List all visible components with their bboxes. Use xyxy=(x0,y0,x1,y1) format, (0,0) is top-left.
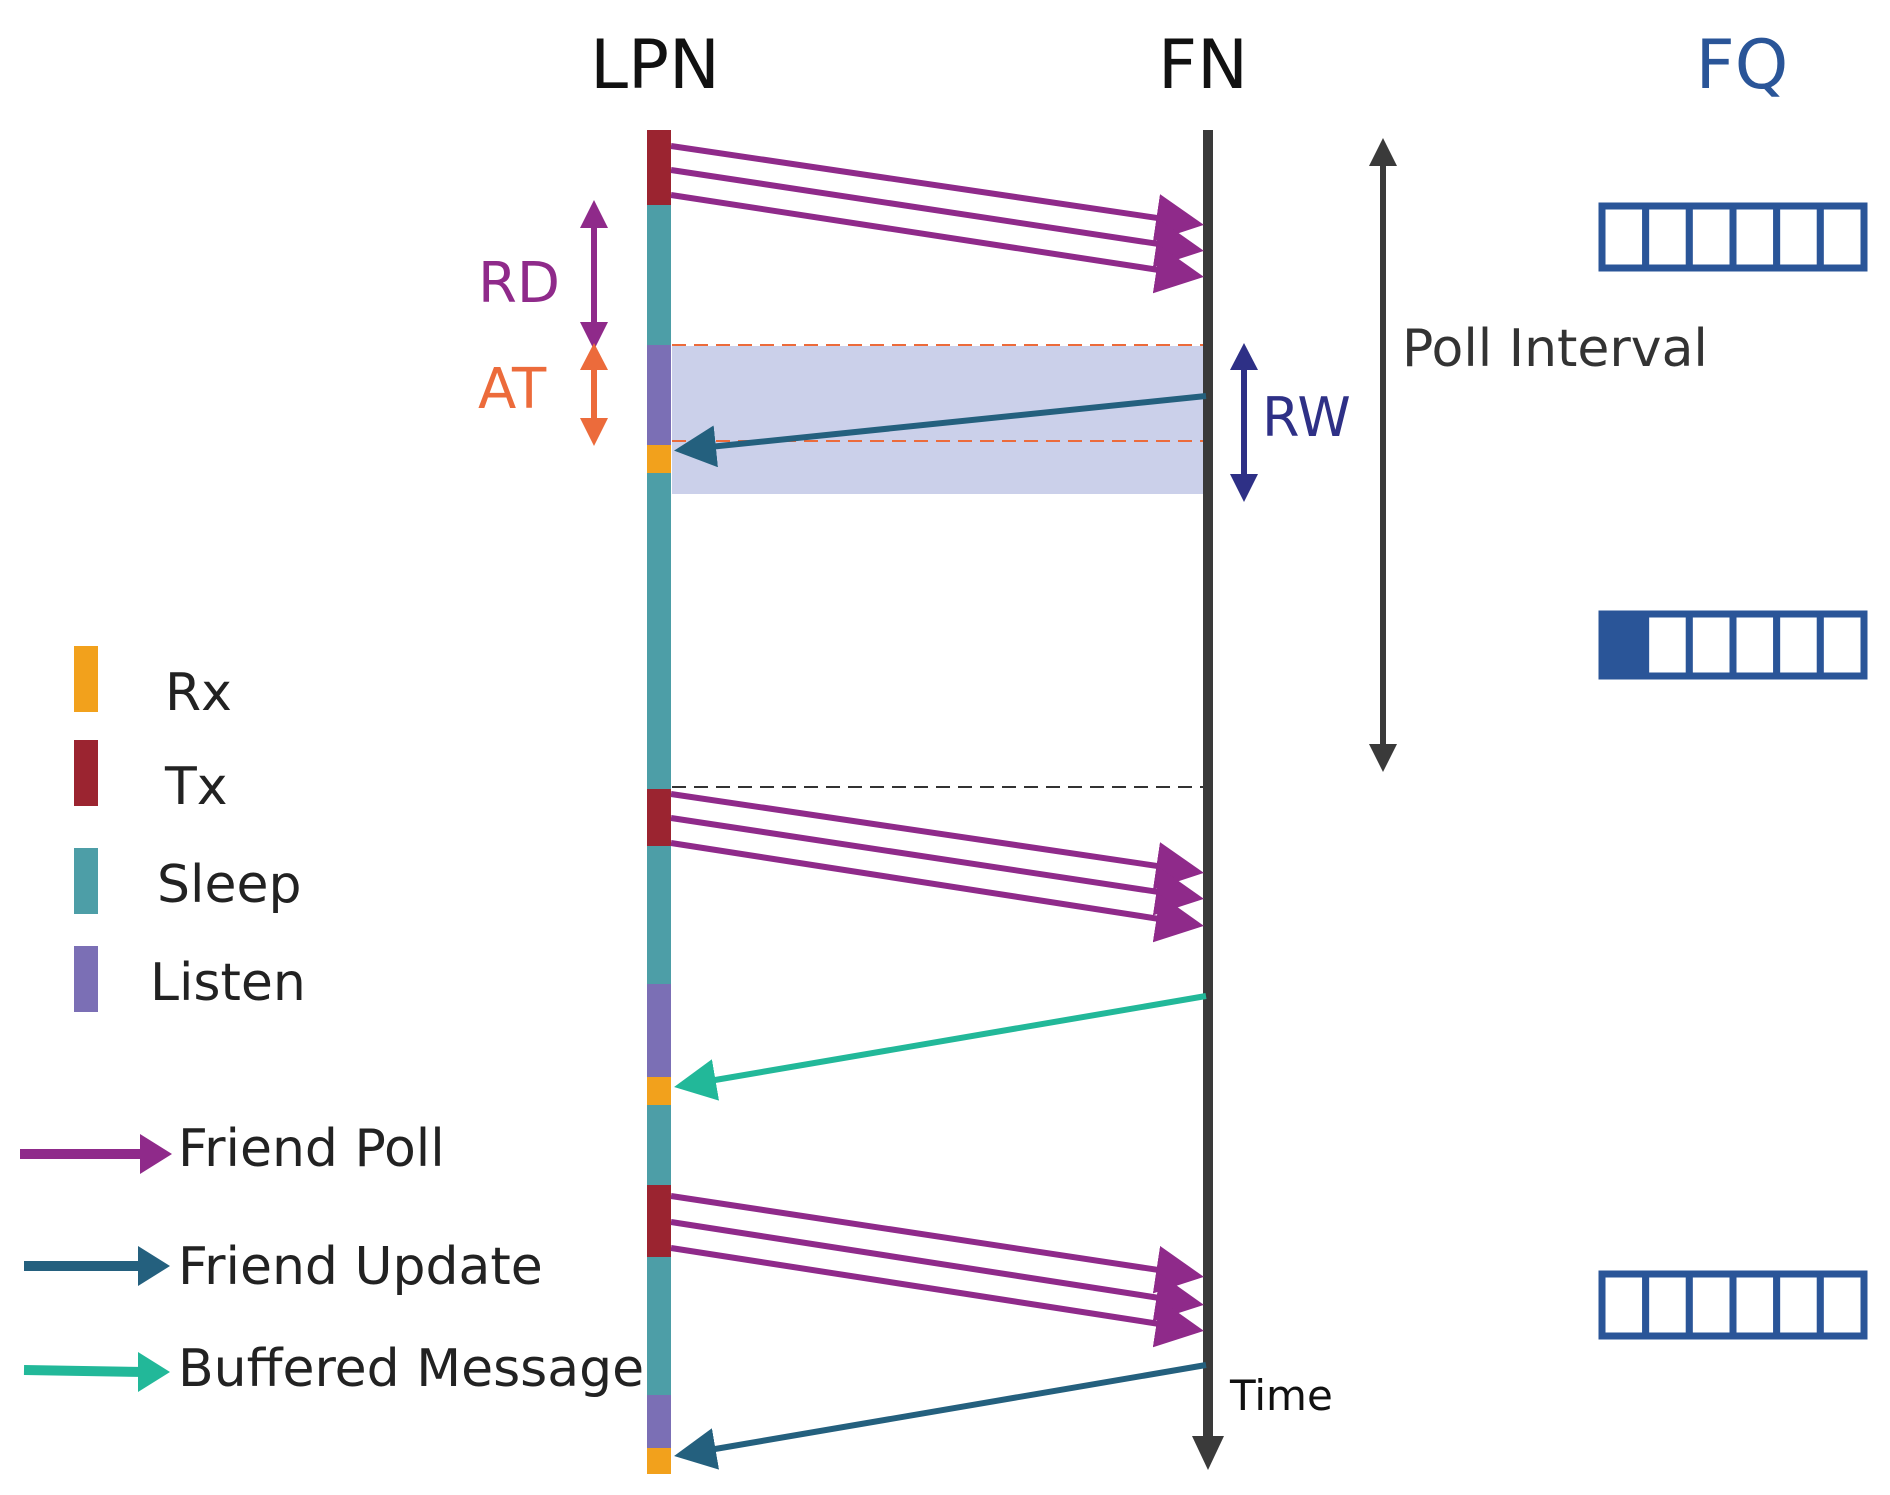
queue-cell-empty xyxy=(1729,610,1781,680)
sleep-segment xyxy=(647,1105,671,1185)
friend-poll-arrow xyxy=(670,192,1204,294)
queue-cell-empty xyxy=(1816,610,1868,680)
sleep-swatch xyxy=(74,848,98,914)
state-legend: Rx Tx Sleep Listen xyxy=(74,646,306,1013)
queue-cell-empty xyxy=(1598,202,1650,272)
lpn-header: LPN xyxy=(590,26,720,105)
friend-poll-arrow xyxy=(670,1193,1204,1294)
rx-legend-label: Rx xyxy=(165,663,232,723)
sleep-legend-label: Sleep xyxy=(157,855,301,915)
friend-queue-box xyxy=(1598,1270,1868,1340)
rx-segment xyxy=(647,445,671,473)
tx-segment xyxy=(647,130,671,205)
listen-swatch xyxy=(74,946,98,1012)
sleep-segment xyxy=(647,846,671,984)
queue-cell-empty xyxy=(1729,1270,1781,1340)
friend-poll-arrow xyxy=(670,840,1204,943)
queue-cell-empty xyxy=(1685,1270,1737,1340)
queue-cell-empty xyxy=(1642,1270,1693,1340)
rx-segment xyxy=(647,1077,671,1105)
friend-poll-group xyxy=(670,143,1204,294)
friend-poll-arrow xyxy=(670,167,1204,268)
listen-segment xyxy=(647,345,671,445)
queue-cell-empty xyxy=(1642,202,1693,272)
lpn-state-bar xyxy=(647,130,671,1474)
tx-legend-label: Tx xyxy=(164,757,228,817)
friend-queue-group xyxy=(1598,202,1868,1340)
queue-cell-empty xyxy=(1773,202,1824,272)
sleep-segment xyxy=(647,1257,671,1395)
queue-cell-empty xyxy=(1598,1270,1650,1340)
friend-queue-box xyxy=(1598,202,1868,272)
friend-poll-arrow xyxy=(670,815,1204,916)
listen-legend-label: Listen xyxy=(150,953,306,1013)
listen-segment xyxy=(647,984,671,1077)
sleep-segment xyxy=(647,473,671,789)
message-legend: Friend Poll Friend Update Buffered Messa… xyxy=(20,1119,644,1399)
sleep-segment xyxy=(647,205,671,345)
fn-header: FN xyxy=(1158,26,1248,105)
queue-cell-empty xyxy=(1729,202,1781,272)
friend-poll-arrow xyxy=(670,791,1204,890)
poll-interval-span xyxy=(1369,138,1397,772)
queue-cell-empty xyxy=(1773,1270,1824,1340)
rd-label: RD xyxy=(478,251,560,316)
friend-poll-arrow xyxy=(670,1219,1204,1322)
poll-interval-label: Poll Interval xyxy=(1402,319,1708,379)
rw-label: RW xyxy=(1262,386,1351,449)
friend-update-legend-label: Friend Update xyxy=(178,1237,543,1297)
friend-poll-legend-label: Friend Poll xyxy=(178,1119,445,1179)
receive-window-band xyxy=(672,346,1208,494)
at-label: AT xyxy=(478,357,547,422)
queue-cell-empty xyxy=(1685,610,1737,680)
rw-span xyxy=(1230,343,1258,502)
friend-poll-group xyxy=(670,1193,1204,1348)
friend-queue-box xyxy=(1598,610,1868,680)
rx-swatch xyxy=(74,646,98,712)
queue-cell-filled xyxy=(1598,610,1650,680)
friend-poll-arrow xyxy=(670,143,1204,242)
buffered-message-legend-arrow xyxy=(23,1365,147,1377)
fn-timeline-arrowhead xyxy=(1192,1436,1224,1470)
time-label: Time xyxy=(1229,1371,1333,1420)
friend-poll-group xyxy=(670,791,1204,943)
listen-segment xyxy=(647,1395,671,1448)
tx-swatch xyxy=(74,740,98,806)
queue-cell-empty xyxy=(1816,1270,1868,1340)
rd-span xyxy=(580,200,608,350)
fq-header: FQ xyxy=(1696,26,1789,105)
tx-segment xyxy=(647,789,671,846)
friend-update-arrow xyxy=(674,393,1207,468)
queue-cell-empty xyxy=(1773,610,1824,680)
buffered-message-arrow xyxy=(674,993,1207,1101)
rx-segment xyxy=(647,1448,671,1474)
buffered-message-legend-label: Buffered Message xyxy=(178,1339,644,1399)
tx-segment xyxy=(647,1185,671,1257)
queue-cell-empty xyxy=(1816,202,1868,272)
friend-update-arrow xyxy=(674,1362,1207,1470)
queue-cell-empty xyxy=(1685,202,1737,272)
at-span xyxy=(580,343,608,446)
friend-poll-arrow xyxy=(670,1245,1204,1348)
queue-cell-empty xyxy=(1642,610,1693,680)
